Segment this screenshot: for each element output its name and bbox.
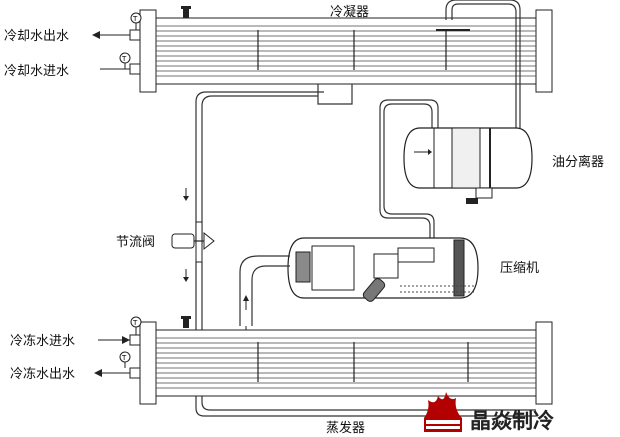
gauge-icon: T (130, 12, 142, 30)
chilled-water-out-label: 冷冻水出水 (10, 366, 75, 382)
oil-separator-label: 油分离器 (552, 154, 604, 170)
compressor (287, 237, 479, 302)
expansion-valve-label: 节流阀 (116, 235, 155, 250)
evaporator-tubes (156, 337, 536, 389)
chilled-water-connections (94, 334, 141, 379)
svg-text:T: T (121, 354, 127, 362)
gauge-icon: T (119, 351, 131, 368)
cooling-water-out-label: 冷却水出水 (4, 29, 69, 44)
oil-separator (403, 127, 533, 204)
cooling-water-connections (92, 29, 141, 75)
brand-logo-text: 晶焱制冷 (470, 409, 554, 433)
chilled-water-in-label: 冷冻水进水 (10, 333, 75, 349)
flame-logo-icon (424, 392, 462, 432)
liquid-line (195, 91, 536, 417)
svg-text:T: T (121, 55, 127, 63)
svg-text:T: T (132, 319, 138, 327)
flow-arrow-icon (183, 269, 189, 282)
suction-line (239, 255, 290, 334)
vent-valve-icon (181, 316, 191, 328)
evaporator (139, 321, 553, 405)
evaporator-baffles (257, 342, 469, 382)
evaporator-label: 蒸发器 (326, 420, 365, 436)
svg-text:T: T (132, 15, 138, 23)
condenser-tubes (156, 25, 536, 77)
discharge-line (379, 0, 521, 238)
gauge-icon: T (130, 316, 142, 335)
flow-arrow-icon (183, 188, 189, 201)
condenser-label: 冷凝器 (330, 4, 369, 20)
gauge-icon: T (119, 52, 131, 69)
compressor-label: 压缩机 (500, 260, 539, 276)
condenser (139, 9, 553, 105)
vent-valve-icon (181, 6, 191, 18)
valve-icon (171, 221, 215, 263)
cooling-water-in-label: 冷却水进水 (4, 64, 69, 79)
condenser-baffles (257, 30, 447, 70)
